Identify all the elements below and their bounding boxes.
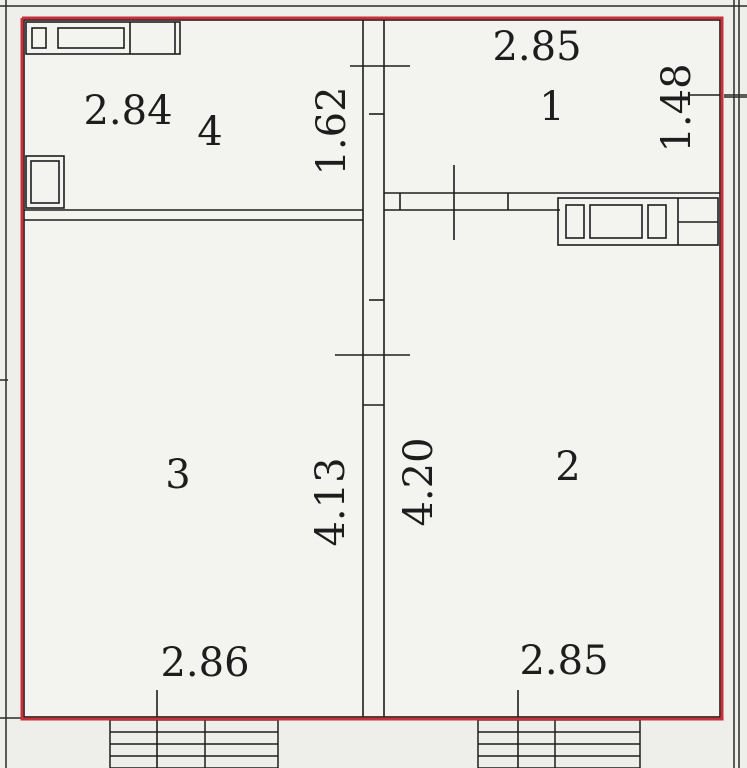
room-number-3: 3 <box>165 452 190 498</box>
dimension-top-right-width: 2.85 <box>492 24 581 70</box>
apartment-outline <box>20 16 724 721</box>
bathtub-fixture <box>557 197 719 246</box>
room-number-1: 1 <box>539 84 564 130</box>
dimension-bottom-left-width: 2.86 <box>160 640 249 686</box>
dimension-ticks <box>156 65 722 768</box>
wardrobe-fixture <box>25 155 65 209</box>
kitchen-counter <box>25 21 181 55</box>
dimension-right-lower-height: 4.20 <box>396 437 442 526</box>
walls <box>23 19 721 718</box>
dimension-bottom-right-width: 2.85 <box>519 638 608 684</box>
room-number-4: 4 <box>197 109 222 155</box>
dimension-left-lower-height: 4.13 <box>308 457 354 546</box>
room-number-2: 2 <box>555 444 580 490</box>
dimension-top-left-width: 2.84 <box>83 88 172 134</box>
dimension-center-upper-height: 1.62 <box>309 86 355 175</box>
dimension-right-height: 1.48 <box>654 63 700 152</box>
apartment-floor <box>22 18 722 719</box>
